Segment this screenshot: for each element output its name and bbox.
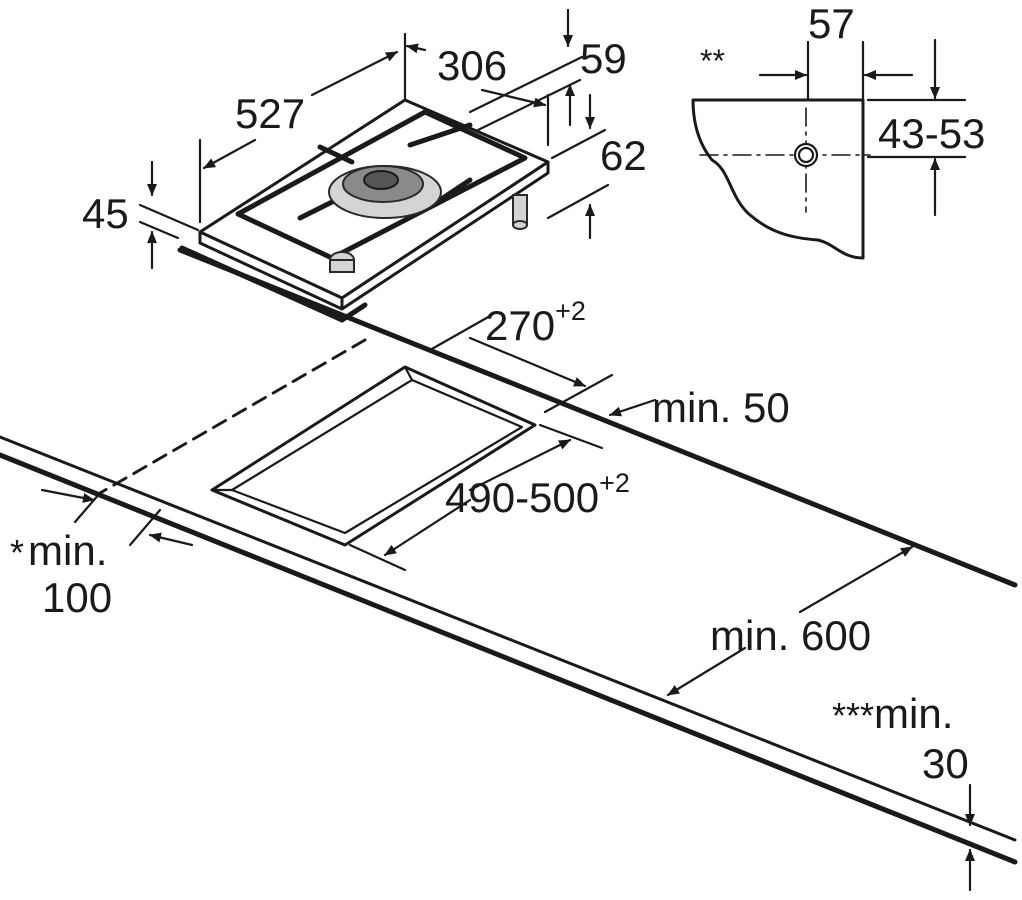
dimension-lines bbox=[40, 8, 975, 892]
label-worktop-thickness-value: 30 bbox=[922, 740, 969, 787]
label-side-width: 57 bbox=[808, 0, 855, 47]
side-profile-shape bbox=[691, 98, 865, 260]
label-worktop-thickness: ***min. bbox=[832, 690, 953, 737]
label-back-clearance: min. 50 bbox=[652, 384, 790, 431]
pan-support bbox=[235, 109, 528, 261]
dimension-labels: 306 527 45 59 62 57 43-53 ** 270+2 490-5… bbox=[10, 0, 985, 787]
label-side-clearance: *min. bbox=[10, 527, 107, 574]
label-front-clearance: min. 600 bbox=[710, 612, 871, 659]
label-hob-depth: 527 bbox=[235, 90, 305, 137]
cutout-outer-edge bbox=[210, 365, 537, 547]
worktop-front-top-edge bbox=[0, 435, 1017, 842]
worktop-front-bottom-edge bbox=[0, 452, 1018, 865]
label-side-height: 43-53 bbox=[878, 110, 985, 157]
label-cutout-depth: 490-500+2 bbox=[445, 468, 630, 521]
label-rear-depth: 59 bbox=[580, 35, 627, 82]
worktop bbox=[0, 247, 1018, 865]
worktop-side-dashed-line bbox=[98, 338, 367, 495]
label-leg-height: 62 bbox=[600, 132, 647, 179]
cutout-inner-edge bbox=[230, 378, 524, 535]
label-side-clearance-value: 100 bbox=[42, 574, 112, 621]
label-side-marker: ** bbox=[700, 43, 725, 79]
cutout bbox=[210, 365, 537, 547]
worktop-back-edge bbox=[177, 247, 1018, 588]
hob-drawing bbox=[179, 98, 550, 323]
label-hob-height: 45 bbox=[82, 190, 129, 237]
side-profile bbox=[691, 38, 967, 260]
label-hob-width: 306 bbox=[437, 42, 507, 89]
label-cutout-width: 270+2 bbox=[485, 296, 586, 349]
